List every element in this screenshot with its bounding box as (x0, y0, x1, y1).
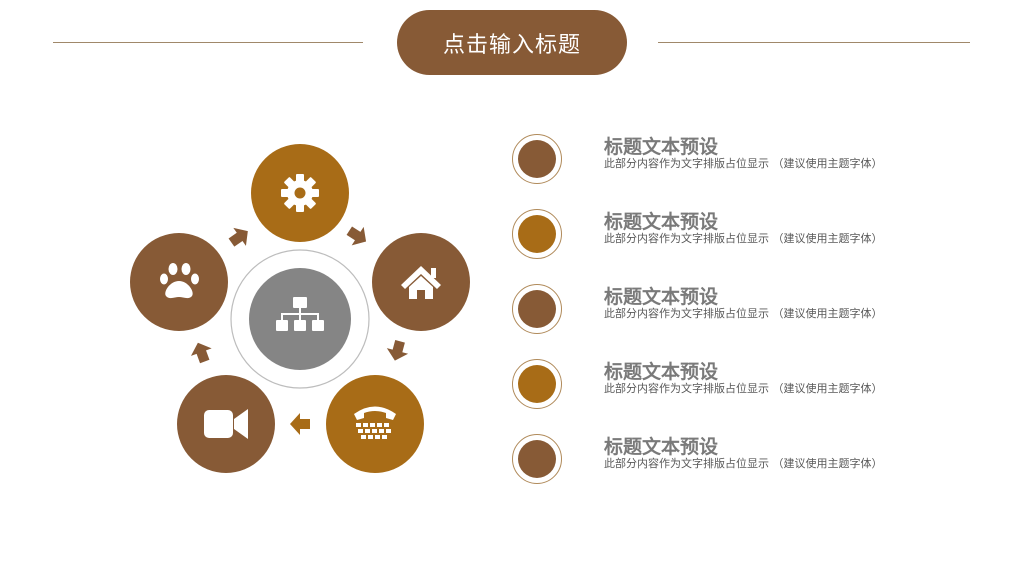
gear-icon (281, 174, 319, 212)
bullet-dot (518, 365, 556, 403)
org-chart-icon (276, 297, 324, 331)
arrow-icon (228, 227, 248, 247)
telephone-icon (354, 406, 396, 439)
bullet-ring (512, 284, 562, 334)
header-rule-right (658, 42, 970, 43)
arrow-icon (346, 226, 367, 246)
house-icon (401, 266, 441, 299)
page-title[interactable]: 点击输入标题 (397, 10, 627, 75)
item-title[interactable]: 标题文本预设 (604, 136, 719, 158)
item-title[interactable]: 标题文本预设 (604, 361, 719, 383)
bullet-ring (512, 359, 562, 409)
list-item: 标题文本预设 此部分内容作为文字排版占位显示 （建议使用主题字体） (510, 132, 910, 192)
arrow-icon (386, 339, 409, 361)
bullet-dot (518, 290, 556, 328)
paw-icon (160, 263, 199, 299)
bullet-ring (512, 434, 562, 484)
bullet-dot (518, 140, 556, 178)
item-title[interactable]: 标题文本预设 (604, 211, 719, 233)
item-description[interactable]: 此部分内容作为文字排版占位显示 （建议使用主题字体） (604, 457, 883, 470)
paw-node[interactable] (130, 233, 228, 331)
house-node[interactable] (372, 233, 470, 331)
video-camera-icon (204, 409, 248, 439)
arrow-icon (290, 413, 310, 435)
gear-node[interactable] (251, 144, 349, 242)
item-description[interactable]: 此部分内容作为文字排版占位显示 （建议使用主题字体） (604, 382, 883, 395)
header-rule-left (53, 42, 363, 43)
list-item: 标题文本预设 此部分内容作为文字排版占位显示 （建议使用主题字体） (510, 432, 910, 492)
video-camera-node[interactable] (177, 375, 275, 473)
list-item: 标题文本预设 此部分内容作为文字排版占位显示 （建议使用主题字体） (510, 282, 910, 342)
bullet-ring (512, 209, 562, 259)
arrow-icon (190, 342, 212, 364)
list-item: 标题文本预设 此部分内容作为文字排版占位显示 （建议使用主题字体） (510, 207, 910, 267)
list-item: 标题文本预设 此部分内容作为文字排版占位显示 （建议使用主题字体） (510, 357, 910, 417)
bullet-ring (512, 134, 562, 184)
telephone-node[interactable] (326, 375, 424, 473)
item-title[interactable]: 标题文本预设 (604, 286, 719, 308)
bullet-dot (518, 215, 556, 253)
item-description[interactable]: 此部分内容作为文字排版占位显示 （建议使用主题字体） (604, 157, 883, 170)
item-title[interactable]: 标题文本预设 (604, 436, 719, 458)
bullet-dot (518, 440, 556, 478)
item-description[interactable]: 此部分内容作为文字排版占位显示 （建议使用主题字体） (604, 307, 883, 320)
item-description[interactable]: 此部分内容作为文字排版占位显示 （建议使用主题字体） (604, 232, 883, 245)
